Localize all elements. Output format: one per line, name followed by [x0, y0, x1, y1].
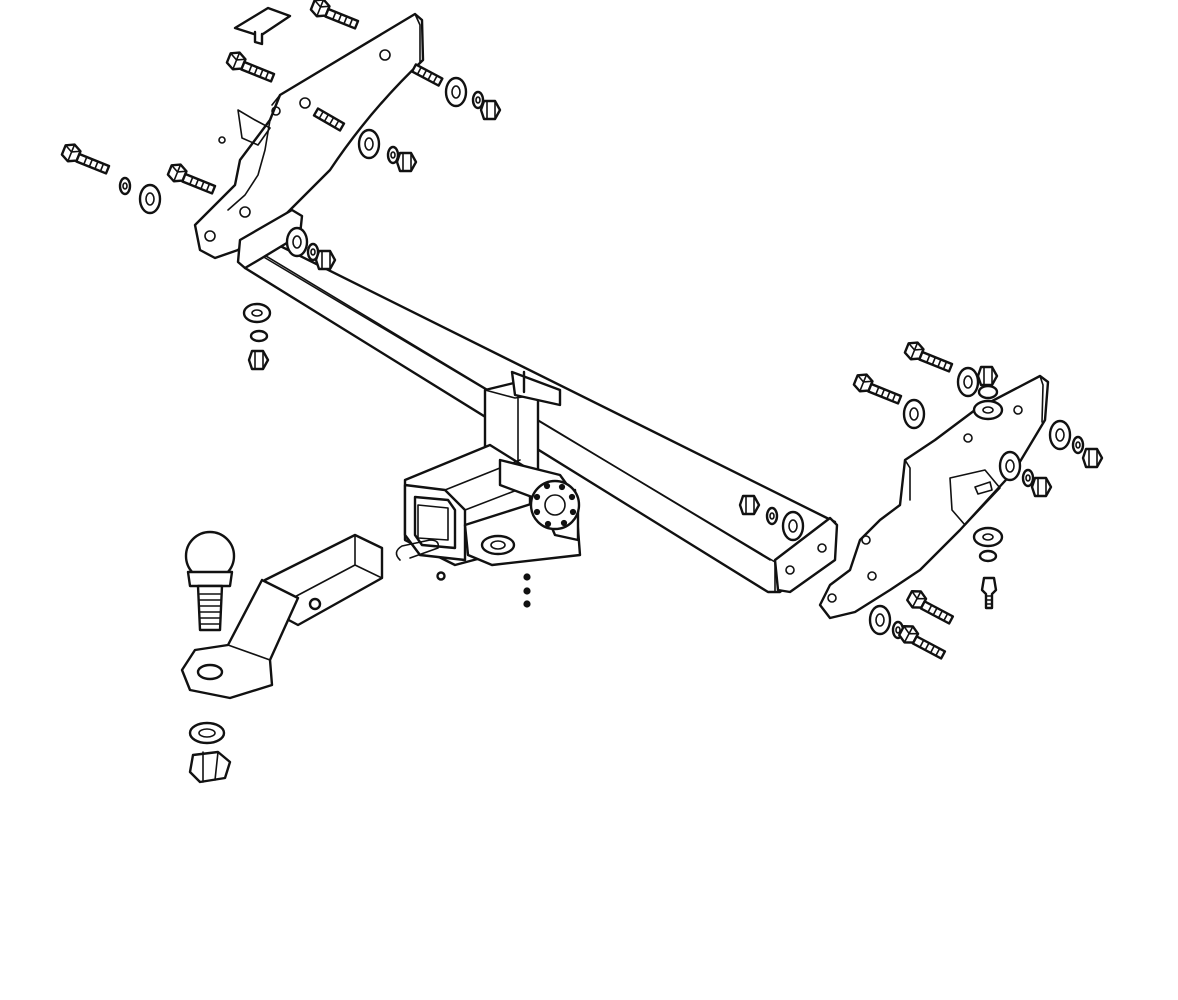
- ball-mount: [180, 533, 384, 700]
- hardware-fasteners: [59, 0, 1104, 663]
- crossbar-tube: [236, 208, 839, 594]
- left-mounting-bracket: [193, 12, 425, 260]
- right-mounting-bracket: [818, 374, 1050, 620]
- hitch-pin-clip: [395, 539, 531, 608]
- safety-chain-plate: [463, 458, 582, 567]
- tow-ball: [184, 530, 236, 784]
